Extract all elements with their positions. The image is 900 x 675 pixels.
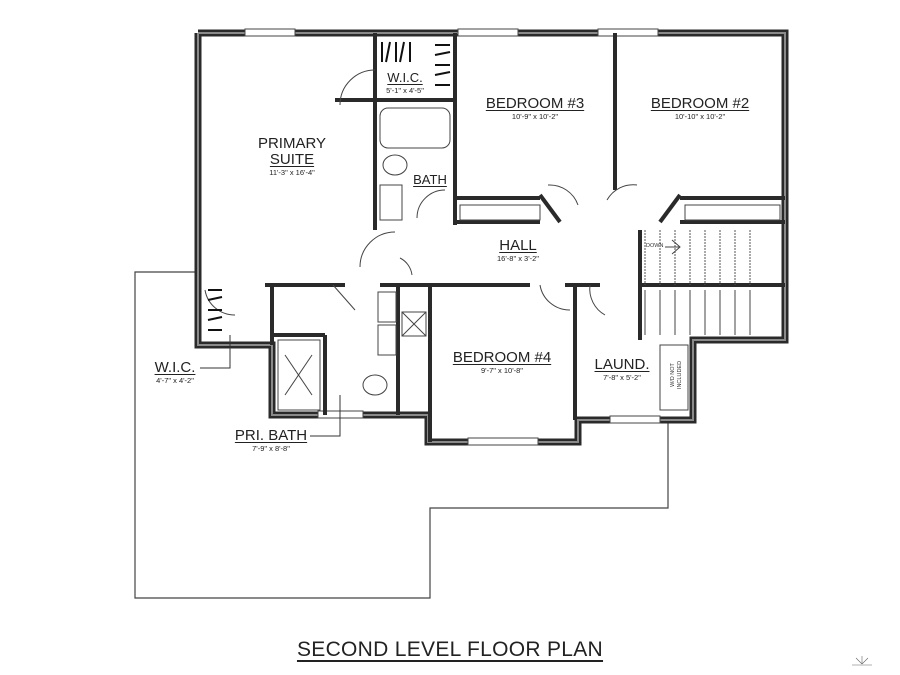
room-label-bedroom-4: BEDROOM #4 9'-7" x 10'-8" xyxy=(452,349,552,376)
stair-treads xyxy=(644,239,751,335)
room-label-bath: BATH xyxy=(413,172,447,187)
logo xyxy=(852,656,872,666)
closet-hangers xyxy=(207,41,451,331)
fixtures xyxy=(277,107,781,411)
room-label-wic-lower: W.I.C. 4'-7" x 4'-2" xyxy=(154,359,196,386)
leader-lines xyxy=(200,335,341,437)
lower-level-outline xyxy=(134,271,669,599)
room-label-laundry: LAUND. 7'-8" x 5'-2" xyxy=(594,356,650,383)
interior-walls xyxy=(265,33,785,442)
stairs xyxy=(644,230,751,285)
room-label-primary-suite: PRIMARY SUITE 11'-3" x 16'-4" xyxy=(257,135,327,178)
room-label-bedroom-2: BEDROOM #2 10'-10" x 10'-2" xyxy=(650,95,750,122)
arrow-down-icon xyxy=(665,239,681,255)
washer-dryer-note: W/D NOT INCLUDED xyxy=(670,360,683,390)
page-title: SECOND LEVEL FLOOR PLAN xyxy=(296,638,604,661)
room-label-pri-bath: PRI. BATH 7'-9" x 8'-8" xyxy=(234,427,308,454)
room-label-hall: HALL 16'-8" x 3'-2" xyxy=(497,237,539,264)
stairs-down-label: DOWN xyxy=(646,243,664,249)
doors xyxy=(204,69,638,316)
room-label-bedroom-3: BEDROOM #3 10'-9" x 10'-2" xyxy=(485,95,585,122)
room-label-wic-upper: W.I.C. 5'-1" x 4'-5" xyxy=(386,70,424,95)
